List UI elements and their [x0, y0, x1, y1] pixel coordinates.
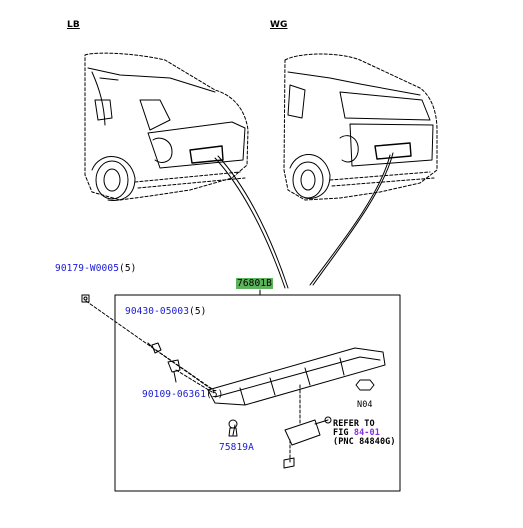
nut-shape [151, 342, 162, 354]
part-screw-lower-label[interactable]: 90109-06361(5) [142, 389, 224, 400]
assembly-box [114, 294, 401, 492]
part-75819a-label[interactable]: 75819A [219, 442, 254, 453]
screw-upper-shape [81, 294, 90, 303]
refer-line2: FIG 84-01 [333, 428, 380, 438]
refer-line3: (PNC 84840G) [333, 437, 396, 447]
car-lb-illustration [84, 52, 249, 201]
part-nut-label[interactable]: 90430-05003(5) [125, 306, 207, 317]
variant-label-lb: LB [67, 20, 80, 30]
refer-note: REFER TO FIG 84-01 (PNC 84840G) [333, 420, 396, 447]
fig-link[interactable]: 84-01 [353, 428, 380, 438]
socket-shape [283, 416, 332, 469]
bulb-shape [228, 419, 238, 437]
high-mount-stop-lamp [207, 347, 386, 406]
refer-line1: REFER TO [333, 419, 375, 429]
leader-wg [309, 154, 391, 286]
part-screw-upper-label[interactable]: 90179-W0005(5) [55, 263, 137, 274]
screw-lower-shape [167, 359, 181, 383]
leader-lb [214, 157, 286, 289]
n04-symbol [355, 379, 375, 391]
part-76801b[interactable]: 76801B [236, 278, 273, 289]
nut-symbol-label: N04 [357, 400, 373, 410]
variant-label-wg: WG [270, 20, 288, 30]
car-wg-illustration [283, 53, 438, 201]
